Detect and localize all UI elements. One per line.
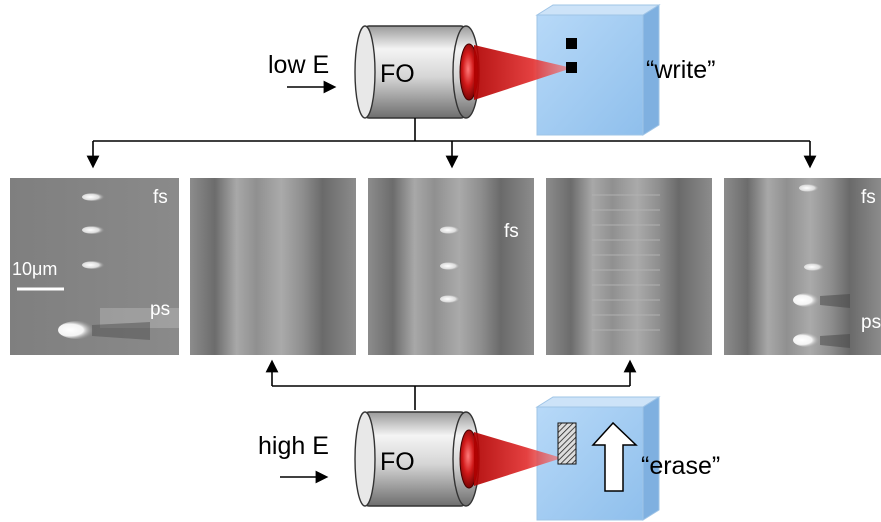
erase-region bbox=[557, 422, 577, 465]
fs-mark bbox=[82, 226, 106, 234]
written-bit-2 bbox=[566, 62, 577, 73]
fs-mark bbox=[82, 261, 106, 269]
sample-block-top bbox=[535, 4, 661, 136]
fs-label: fs bbox=[153, 187, 168, 208]
scale-label: 10μm bbox=[12, 259, 57, 279]
fs-mark bbox=[799, 184, 821, 192]
laser-beam-top bbox=[474, 45, 572, 100]
fs-mark bbox=[440, 295, 462, 303]
write-label: “write” bbox=[646, 56, 715, 84]
image-panel-3: fs bbox=[368, 178, 534, 355]
ps-mark bbox=[58, 321, 98, 339]
erase-label: “erase” bbox=[641, 452, 720, 480]
ps-mark bbox=[793, 293, 823, 307]
sample-block-bottom bbox=[535, 396, 661, 521]
image-panel-5: fs ps bbox=[724, 178, 881, 355]
objective-bottom bbox=[354, 411, 480, 507]
low-energy-label: low E bbox=[268, 51, 329, 79]
fs-mark bbox=[440, 226, 462, 234]
top-connectors bbox=[86, 118, 817, 169]
ps-label: ps bbox=[150, 299, 170, 320]
ps-label: ps bbox=[861, 312, 881, 333]
objective-label-bottom: FO bbox=[380, 448, 415, 476]
written-bit-1 bbox=[566, 38, 577, 49]
image-panel-2 bbox=[190, 178, 356, 355]
objective-top bbox=[354, 25, 480, 119]
fs-mark bbox=[440, 262, 462, 270]
up-arrow-icon bbox=[591, 421, 638, 492]
bottom-connectors bbox=[265, 359, 637, 410]
ps-mark bbox=[793, 333, 823, 347]
top-optics: low E FO “write” bbox=[268, 4, 715, 136]
fs-mark bbox=[82, 193, 106, 201]
fs-mark bbox=[804, 263, 826, 271]
bottom-optics: high E FO “erase” bbox=[258, 396, 720, 521]
fs-label: fs bbox=[504, 221, 519, 242]
image-panel-4 bbox=[546, 178, 712, 355]
image-panel-1: 10μm fs ps bbox=[10, 178, 179, 355]
laser-beam-bottom bbox=[474, 432, 562, 486]
high-energy-label: high E bbox=[258, 432, 329, 460]
fs-label: fs bbox=[861, 187, 876, 208]
objective-label-top: FO bbox=[380, 60, 415, 88]
